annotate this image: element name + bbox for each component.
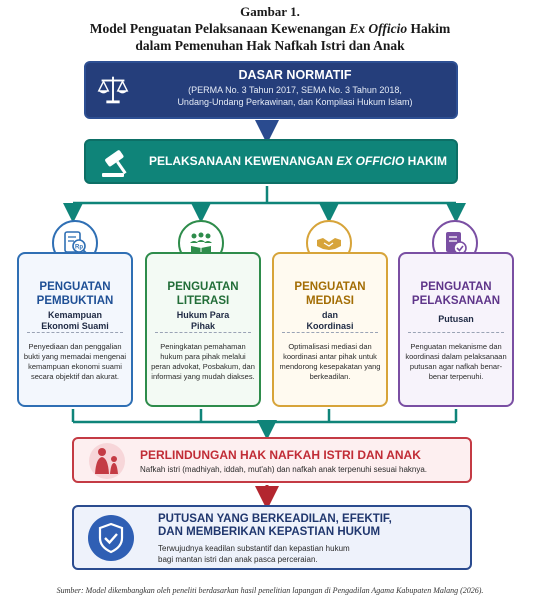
title-text: Model Penguatan Pelaksanaan Kewenangan [89, 21, 350, 36]
pelaksanaan-title-end: HAKIM [404, 154, 448, 168]
card-divider [408, 332, 504, 333]
pelaksanaan-box: PELAKSANAAN KEWENANGAN EX OFFICIO HAKIM [84, 139, 458, 184]
mother-child-icon [89, 443, 125, 479]
putusan-title-line-2: DAN MEMBERIKAN KEPASTIAN HUKUM [158, 526, 381, 538]
svg-text:Rp: Rp [75, 245, 83, 251]
putusan-box: PUTUSAN YANG BERKEADILAN, EFEKTIF, DAN M… [72, 505, 472, 570]
gavel-icon [102, 150, 127, 177]
card-subtitle-line-1: Putusan [438, 314, 474, 324]
card-title-line-1: PENGUATAN [39, 281, 111, 293]
document-rp-icon: Rp [64, 231, 88, 255]
card-description: Optimalisasi mediasi dan koordinasi anta… [279, 342, 381, 381]
card-subtitle-line-2: Ekonomi Suami [41, 321, 109, 331]
perlindungan-title: PERLINDUNGAN HAK NAFKAH ISTRI DAN ANAK [140, 448, 421, 462]
card-title-line-1: PENGUATAN [294, 281, 366, 293]
card-title-line-2: PEMBUKTIAN [36, 295, 114, 307]
card-mediasi: PENGUATAN MEDIASI dan Koordinasi Optimali… [272, 252, 388, 407]
card-subtitle-line-1: dan [321, 310, 338, 320]
pelaksanaan-title-italic: EX OFFICIO [336, 154, 405, 168]
figure-title-line-1: Model Penguatan Pelaksanaan Kewenangan E… [0, 21, 540, 37]
dasar-sub-line-2: Undang-Undang Perkawinan, dan Kompilasi … [177, 97, 413, 107]
card-divider [155, 332, 251, 333]
card-title: PENGUATAN MEDIASI [274, 280, 386, 308]
card-title-line-2: LITERASI [176, 295, 230, 307]
dasar-sub-line-1: (PERMA No. 3 Tahun 2017, SEMA No. 3 Tahu… [188, 85, 402, 95]
shield-icon-circle [88, 515, 134, 561]
putusan-subtitle: Terwujudnya keadilan substantif dan kepa… [158, 543, 458, 565]
card-title-line-1: PENGUATAN [167, 281, 239, 293]
dasar-normatif-box: DASAR NORMATIF (PERMA No. 3 Tahun 2017, … [84, 61, 458, 119]
putusan-title: PUTUSAN YANG BERKEADILAN, EFEKTIF, DAN M… [158, 513, 448, 539]
card-literasi: PENGUATAN LITERASI Hukum Para Pihak Penin… [145, 252, 261, 407]
title-text-end: Hakim [407, 21, 451, 36]
pelaksanaan-title-text: PELAKSANAAN KEWENANGAN [148, 154, 337, 168]
card-description: Peningkatan pemahaman hukum para pihak m… [151, 342, 255, 381]
card-title: PENGUATAN PELAKSANAAN [400, 280, 512, 308]
card-pelaksanaan: PENGUATAN PELAKSANAAN Putusan Penguatan m… [398, 252, 514, 407]
putusan-sub-line-1: Terwujudnya keadilan substantif dan kepa… [158, 544, 350, 553]
dasar-subtitle: (PERMA No. 3 Tahun 2017, SEMA No. 3 Tahu… [136, 84, 454, 108]
figure-number: Gambar 1. [240, 4, 300, 19]
putusan-sub-line-2: bagi mantan istri dan anak pasca percera… [158, 555, 318, 564]
handshake-icon [317, 238, 341, 250]
source-note: Sumber: Model dikembangkan oleh peneliti… [56, 586, 484, 595]
pelaksanaan-title: PELAKSANAAN KEWENANGAN EX OFFICIO HAKIM [142, 154, 454, 168]
card-title-line-1: PENGUATAN [420, 281, 492, 293]
perlindungan-subtitle: Nafkah istri (madhiyah, iddah, mut'ah) d… [140, 465, 428, 474]
card-title: PENGUATAN LITERASI [147, 280, 259, 308]
card-description: Penyediaan dan penggalian bukti yang mem… [23, 342, 127, 381]
card-subtitle-line-2: Koordinasi [306, 321, 354, 331]
perlindungan-box: PERLINDUNGAN HAK NAFKAH ISTRI DAN ANAK N… [72, 437, 472, 483]
card-divider [282, 332, 378, 333]
document-check-icon [446, 232, 467, 255]
scales-icon [97, 76, 129, 104]
card-subtitle-line-2: Pihak [190, 321, 215, 331]
card-divider [27, 332, 123, 333]
card-subtitle-line-1: Hukum Para [176, 310, 230, 320]
card-title: PENGUATAN PEMBUKTIAN [19, 280, 131, 308]
dasar-title: DASAR NORMATIF [238, 68, 352, 82]
card-pembuktian: PENGUATAN PEMBUKTIAN Kemampuan Ekonomi Su… [17, 252, 133, 407]
card-title-line-2: MEDIASI [306, 295, 354, 307]
shield-check-icon [98, 522, 124, 554]
card-title-line-2: PELAKSANAAN [411, 295, 501, 307]
card-subtitle-line-1: Kemampuan [47, 310, 102, 320]
putusan-title-line-1: PUTUSAN YANG BERKEADILAN, EFEKTIF, [158, 513, 392, 525]
title-italic-text: Ex Officio [349, 21, 408, 36]
card-description: Penguatan mekanisme dan koordinasi dalam… [405, 342, 507, 381]
figure-title-line-2: dalam Pemenuhan Hak Nafkah Istri dan Ana… [135, 38, 405, 53]
